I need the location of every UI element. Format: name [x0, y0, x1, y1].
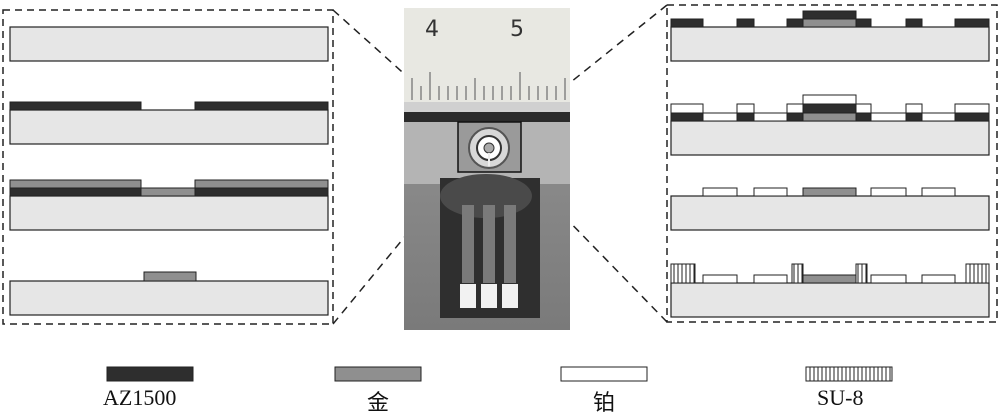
legend-swatch-su8	[806, 367, 892, 381]
left-step-4	[10, 272, 328, 315]
legend-swatch-platinum	[561, 367, 647, 381]
contact-pad-3	[502, 284, 518, 308]
legend-swatch-gold	[335, 367, 421, 381]
right-step-2	[671, 95, 989, 155]
left-step-2	[10, 102, 328, 144]
device-photo: 4 5	[404, 8, 570, 330]
legend-label-platinum: 铂	[593, 385, 615, 417]
right-step-4	[671, 264, 989, 317]
left-process-panel	[3, 10, 333, 324]
right-step-3	[671, 188, 989, 230]
ruler-label-4: 4	[425, 17, 439, 42]
legend-label-az1500: AZ1500	[103, 385, 176, 411]
right-process-panel	[667, 5, 997, 322]
legend-label-su8: SU-8	[817, 385, 863, 411]
ruler-label-5: 5	[510, 17, 524, 42]
legend-swatch-az1500	[107, 367, 193, 381]
legend-label-gold: 金	[367, 385, 389, 417]
left-step-1	[10, 27, 328, 61]
contact-pad-1	[460, 284, 476, 308]
left-step-3	[10, 180, 328, 230]
right-step-1	[671, 11, 989, 61]
legend	[107, 367, 892, 381]
contact-pad-2	[481, 284, 497, 308]
